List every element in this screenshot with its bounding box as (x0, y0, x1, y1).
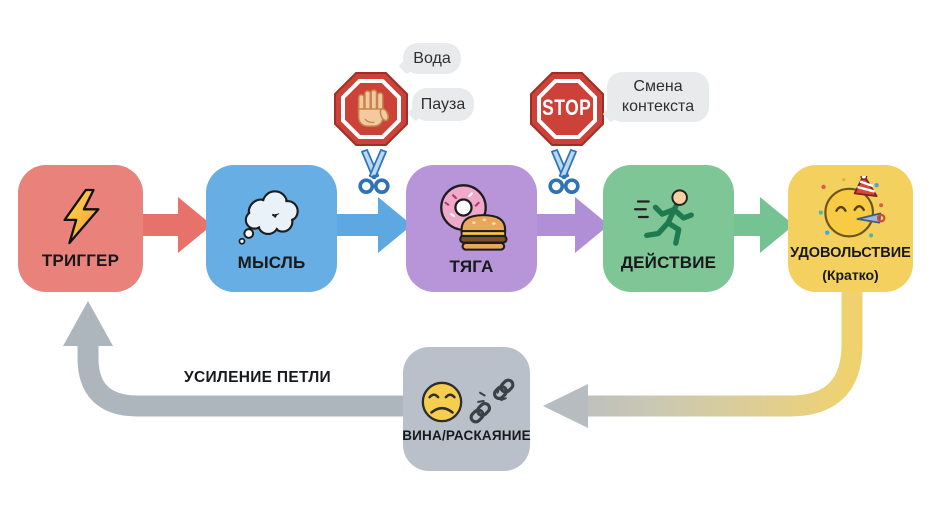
box-label: ТРИГГЕР (41, 251, 120, 270)
box-craving: ТЯГА (406, 165, 537, 292)
octagon-center: STOP (541, 83, 593, 135)
raised-hand-icon (357, 89, 389, 127)
box-sublabel: (Кратко) (822, 266, 879, 283)
runner-icon (633, 189, 694, 246)
bubble-water: Вода (403, 43, 461, 74)
guilt-icons (419, 378, 515, 424)
arrow-thought-to-craving (335, 197, 412, 253)
bubble-text: Смена контекста (621, 78, 695, 115)
box-label: ДЕЙСТВИЕ (620, 253, 717, 272)
bubble-text: Пауза (420, 95, 466, 113)
box-trigger: ТРИГГЕР (18, 165, 143, 292)
thought-cloud-icon (238, 190, 299, 245)
box-label: ТЯГА (449, 257, 494, 276)
broken-chain-icon (469, 378, 514, 423)
party-face-icon (818, 176, 885, 238)
stop-sign-icon: STOP (530, 72, 604, 146)
box-label: МЫСЛЬ (237, 253, 306, 272)
pleasure-to-guilt-line (585, 286, 863, 417)
arrow-trigger-to-thought (141, 197, 212, 253)
box-pleasure: УДОВОЛЬСТВИЕ (Кратко) (788, 165, 913, 292)
donut-burger-icon (439, 184, 508, 251)
scissors-icon (358, 149, 390, 195)
arrow-craving-to-action (535, 197, 609, 253)
scissors-icon (548, 149, 580, 195)
guilt-arrowhead-icon (543, 384, 588, 428)
box-label: УДОВОЛЬСТВИЕ (790, 245, 911, 262)
lightning-icon (62, 188, 100, 245)
bubble-text: Вода (413, 49, 451, 67)
box-label: ВИНА/РАСКАЯНИЕ (402, 427, 531, 443)
stop-hand-icon (334, 72, 408, 146)
sad-face-icon (421, 381, 462, 422)
loop-reinforcement-label: УСИЛЕНИЕ ПЕТЛИ (184, 369, 331, 386)
box-guilt: ВИНА/РАСКАЯНИЕ (402, 347, 531, 471)
bubble-context-change: Смена контекста (607, 72, 709, 122)
arrow-action-to-pleasure (732, 197, 794, 253)
stop-sign-text: STOP (542, 96, 592, 121)
bubble-pause: Пауза (412, 88, 474, 121)
box-action: ДЕЙСТВИЕ (603, 165, 734, 292)
box-thought: МЫСЛЬ (206, 165, 337, 292)
loop-return-arrowhead-icon (63, 301, 113, 346)
